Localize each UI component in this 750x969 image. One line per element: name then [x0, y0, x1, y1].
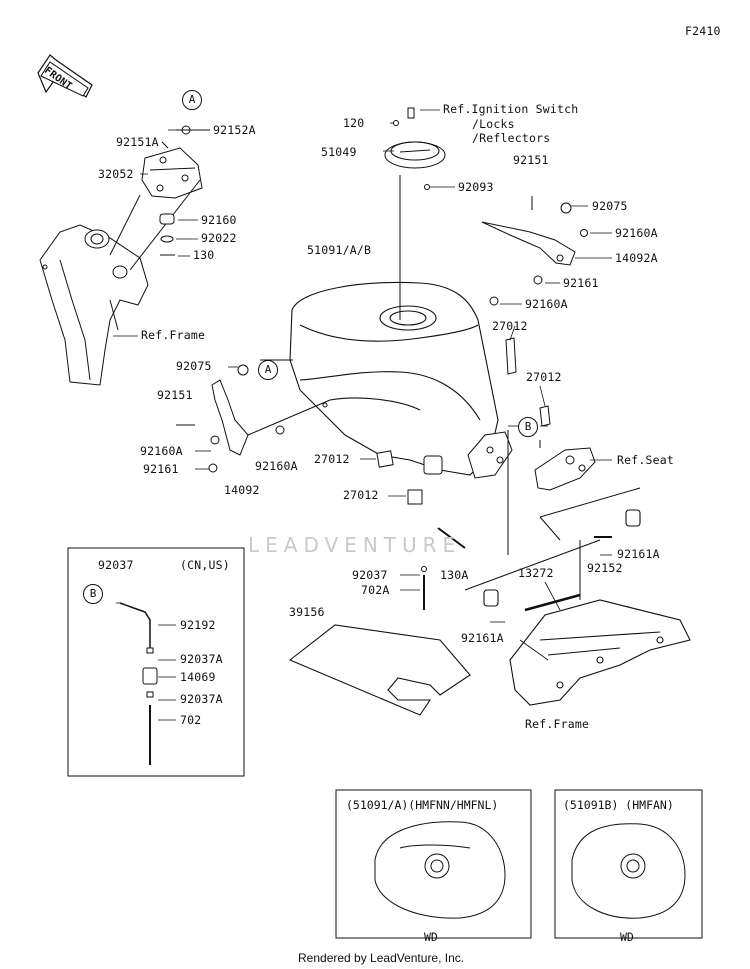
- inset-part-92037[interactable]: 92037: [98, 558, 134, 572]
- front-arrow-icon: [37, 54, 93, 98]
- ref-reflectors[interactable]: /Reflectors: [472, 131, 551, 145]
- part-label-92161A-left[interactable]: 92161A: [461, 631, 504, 645]
- variant-box-2-caption: WD: [620, 930, 634, 944]
- part-label-92022[interactable]: 92022: [201, 231, 237, 245]
- variant-box-1-title: (51091/A)(HMFNN/HMFNL): [346, 798, 499, 812]
- watermark: LEADVENTURE: [248, 533, 462, 557]
- left-frame-part: [39, 224, 149, 386]
- fuel-tank-body: [260, 281, 499, 476]
- part-label-92152[interactable]: 92152: [587, 561, 623, 575]
- part-label-14092A[interactable]: 14092A: [615, 251, 658, 265]
- variant-box-2-border: [554, 789, 703, 939]
- part-label-92160[interactable]: 92160: [201, 213, 237, 227]
- ref-frame-left[interactable]: Ref.Frame: [141, 328, 206, 342]
- part-label-92075-right[interactable]: 92075: [592, 199, 628, 213]
- part-label-51049[interactable]: 51049: [321, 145, 357, 159]
- part-label-92151-left[interactable]: 92151: [157, 388, 193, 402]
- inset-part-92192[interactable]: 92192: [180, 618, 216, 632]
- part-label-27012-d[interactable]: 27012: [343, 488, 379, 502]
- inset-part-92037A-1[interactable]: 92037A: [180, 652, 223, 666]
- variant-box-1-border: [335, 789, 532, 939]
- ref-marker-a-top[interactable]: A: [182, 90, 202, 110]
- figure-code: F2410: [685, 24, 721, 38]
- inset-ref-marker-b[interactable]: B: [83, 584, 103, 604]
- seat-lock-part: [534, 440, 596, 491]
- ref-locks[interactable]: /Locks: [472, 117, 515, 131]
- part-label-14092[interactable]: 14092: [224, 483, 260, 497]
- hose-inset-border: [67, 547, 245, 777]
- inset-part-14069[interactable]: 14069: [180, 670, 216, 684]
- variant-box-1-caption: WD: [424, 930, 438, 944]
- part-label-702A[interactable]: 702A: [361, 583, 390, 597]
- part-label-13272[interactable]: 13272: [518, 566, 554, 580]
- part-label-92151-top[interactable]: 92151: [513, 153, 549, 167]
- footer-credit: Rendered by LeadVenture, Inc.: [298, 951, 465, 965]
- ref-marker-a-mid[interactable]: A: [258, 360, 278, 380]
- ref-marker-b-mid[interactable]: B: [518, 417, 538, 437]
- part-label-27012-c[interactable]: 27012: [314, 452, 350, 466]
- part-label-32052[interactable]: 32052: [98, 167, 134, 181]
- bracket-32052: [109, 147, 203, 271]
- ref-frame-right[interactable]: Ref.Frame: [525, 717, 590, 731]
- tank-top-view-2: [571, 823, 686, 919]
- tank-top-view-1: [374, 821, 506, 919]
- rear-tank-bracket: [467, 431, 513, 479]
- part-label-92093[interactable]: 92093: [458, 180, 494, 194]
- rear-frame-right: [483, 509, 691, 706]
- pad-39156: [288, 624, 471, 716]
- part-label-92037-mid[interactable]: 92037: [352, 568, 388, 582]
- rear-bracket-14092A: [481, 196, 588, 306]
- ref-seat[interactable]: Ref.Seat: [617, 453, 674, 467]
- inset-part-92037A-2[interactable]: 92037A: [180, 692, 223, 706]
- front-mount-14092: [176, 364, 331, 473]
- part-label-92161A-right[interactable]: 92161A: [617, 547, 660, 561]
- hose-assembly: [119, 602, 158, 765]
- part-label-92160A-right1[interactable]: 92160A: [615, 226, 658, 240]
- part-label-92152A[interactable]: 92152A: [213, 123, 256, 137]
- variant-box-2-title: (51091B) (HMFAN): [563, 798, 674, 812]
- part-label-92075-left[interactable]: 92075: [176, 359, 212, 373]
- leader-lines: [113, 109, 612, 721]
- part-label-27012-b[interactable]: 27012: [526, 370, 562, 384]
- part-label-92160A-mid[interactable]: 92160A: [255, 459, 298, 473]
- part-label-92160A-left[interactable]: 92160A: [140, 444, 183, 458]
- part-label-92161-right[interactable]: 92161: [563, 276, 599, 290]
- tank-cap-51049: [384, 107, 446, 320]
- pads-27012: [376, 337, 551, 505]
- part-label-120[interactable]: 120: [343, 116, 365, 130]
- part-label-51091[interactable]: 51091/A/B: [307, 243, 372, 257]
- part-label-27012-a[interactable]: 27012: [492, 319, 528, 333]
- inset-part-702[interactable]: 702: [180, 713, 202, 727]
- part-label-130A[interactable]: 130A: [440, 568, 469, 582]
- part-label-92160A-right2[interactable]: 92160A: [525, 297, 568, 311]
- part-label-92161-left[interactable]: 92161: [143, 462, 179, 476]
- inset-region: (CN,US): [180, 558, 230, 572]
- ref-ignition-switch[interactable]: Ref.Ignition Switch: [443, 102, 579, 116]
- part-label-39156[interactable]: 39156: [289, 605, 325, 619]
- part-label-92151A[interactable]: 92151A: [116, 135, 159, 149]
- part-label-130[interactable]: 130: [193, 248, 215, 262]
